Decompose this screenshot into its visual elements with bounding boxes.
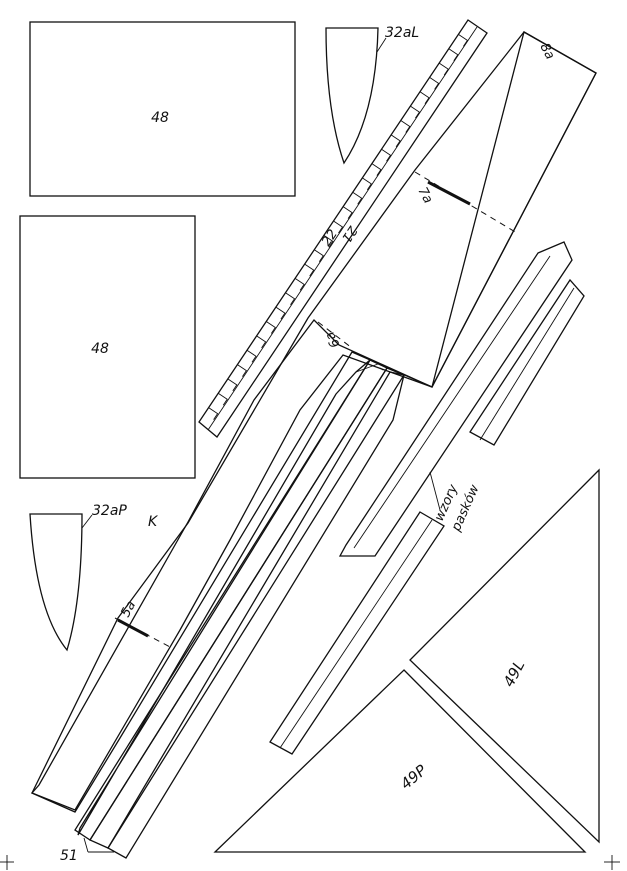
- strip-notch: [217, 392, 228, 406]
- label-7a: 7a: [414, 185, 435, 206]
- label-49L: 49L: [500, 657, 529, 690]
- part-K-panel: [30, 31, 597, 811]
- strip-notch: [246, 349, 257, 363]
- part-32aP: [29, 513, 83, 652]
- strip-notch: [323, 235, 334, 248]
- label-22: 22: [319, 227, 341, 249]
- fold-line-6a: [317, 321, 353, 349]
- strip-notch: [419, 91, 430, 105]
- part-49P: [213, 669, 587, 853]
- leader-32aP: [81, 514, 93, 529]
- strip-notch: [294, 278, 305, 291]
- label-48-bottom: 48: [91, 341, 109, 357]
- part-48-bottom: [19, 215, 196, 479]
- label-K: K: [148, 514, 159, 530]
- label-5a: 5a: [118, 598, 139, 619]
- strip-notch: [342, 206, 353, 219]
- strip-notch: [448, 48, 459, 61]
- strip-notch: [314, 249, 324, 262]
- label-49P: 49P: [397, 761, 431, 793]
- label-32aL: 32aL: [385, 25, 419, 41]
- label-48-top: 48: [151, 110, 169, 126]
- registration-mark-left: [0, 855, 14, 870]
- label-6a: 6a: [323, 329, 344, 350]
- part-48-top: [29, 21, 296, 197]
- strip-notch: [362, 177, 372, 191]
- strip-notch: [275, 306, 286, 320]
- part-49L: [409, 468, 600, 844]
- strip-notch: [390, 134, 401, 148]
- strip-notch: [208, 407, 219, 420]
- strip-notch: [227, 378, 238, 392]
- strip-notch: [438, 62, 449, 76]
- label-51: 51: [60, 848, 78, 864]
- part-51-strips: [74, 359, 405, 859]
- strip-notches: [208, 34, 469, 420]
- strip-notch: [458, 34, 469, 47]
- leader-51-a: [83, 837, 89, 853]
- strip-notch: [429, 77, 440, 90]
- strip-notch: [410, 105, 421, 119]
- label-32aP: 32aP: [92, 503, 127, 519]
- strip-notch: [352, 191, 363, 205]
- strip-notch: [304, 263, 315, 277]
- part-K-outline: [31, 31, 597, 813]
- strip-notch: [371, 163, 382, 176]
- strip-notch: [381, 148, 392, 162]
- part-21-22-strips: [198, 19, 488, 438]
- strip-notch: [285, 292, 296, 306]
- leader-32aL: [376, 37, 387, 53]
- part-32aL: [325, 27, 379, 165]
- strip-notch: [256, 335, 267, 349]
- glue-tab-7a: [427, 180, 471, 206]
- strip-notch: [237, 364, 248, 377]
- strip-templates: [269, 241, 585, 755]
- strip-notch: [333, 220, 344, 234]
- strip-notch: [400, 120, 411, 133]
- strip-notch: [266, 321, 276, 334]
- label-8a: 8a: [536, 41, 557, 62]
- glue-tab-5a: [117, 618, 149, 638]
- registration-mark-right: [604, 855, 620, 870]
